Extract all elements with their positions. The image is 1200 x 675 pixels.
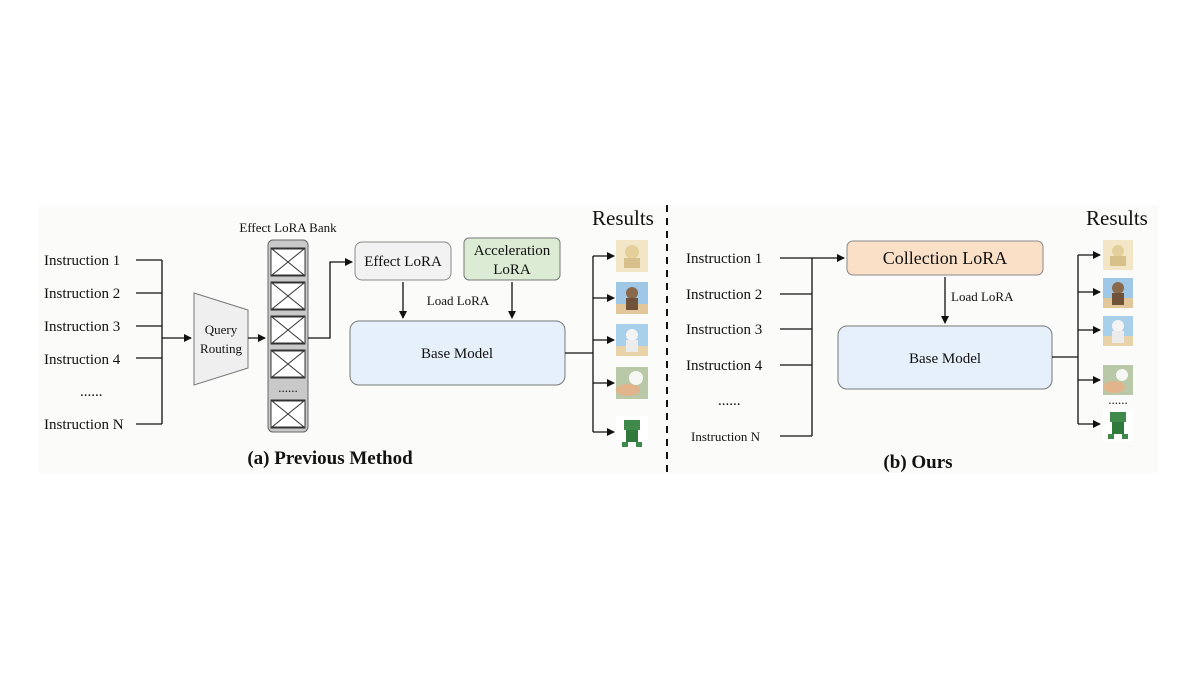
output-connectors-a <box>565 252 615 436</box>
pet-hand-thumbnail <box>1103 365 1133 395</box>
caption-a: (a) Previous Method <box>247 448 413 469</box>
instruction-3-label-b: Instruction 3 <box>686 322 762 338</box>
results-title-a: Results <box>592 206 654 230</box>
instruction-4-label-b: Instruction 4 <box>686 358 763 374</box>
instruction-2-label-b: Instruction 2 <box>686 287 762 303</box>
results-ellipsis-b: ...... <box>1108 392 1128 407</box>
caption-b: (b) Ours <box>883 452 952 473</box>
panel-a: Instruction 1 Instruction 2 Instruction … <box>44 206 654 469</box>
instruction-4-label: Instruction 4 <box>44 352 121 368</box>
results-title-b: Results <box>1086 206 1148 230</box>
base-model-label-b: Base Model <box>909 351 981 367</box>
acceleration-lora-box <box>463 237 561 281</box>
instruction-ellipsis: ...... <box>80 384 103 400</box>
acceleration-lora-label-1: Acceleration <box>474 243 551 259</box>
query-routing-block <box>193 292 249 386</box>
instruction-connectors <box>136 259 192 425</box>
instruction-1-label-b: Instruction 1 <box>686 251 762 267</box>
query-routing-label-2: Routing <box>200 341 242 356</box>
instruction-ellipsis-b: ...... <box>718 393 741 409</box>
cat-figurine-thumbnail <box>1103 278 1133 308</box>
lora-adapters <box>270 247 306 429</box>
green-robot-thumbnail <box>616 416 648 448</box>
cat-beach-thumbnail <box>1103 316 1133 346</box>
load-lora-label-b: Load LoRA <box>951 289 1014 304</box>
pet-hand-thumbnail <box>616 367 648 399</box>
effect-lora-label: Effect LoRA <box>364 254 442 270</box>
output-connectors-b <box>1052 251 1101 428</box>
instruction-3-label: Instruction 3 <box>44 319 120 335</box>
effect-lora-bank-title: Effect LoRA Bank <box>239 220 337 235</box>
cat-beach-thumbnail <box>616 324 648 356</box>
effect-lora-box <box>354 241 452 281</box>
bank-ellipsis: ...... <box>278 380 298 395</box>
collection-lora-label: Collection LoRA <box>883 248 1008 268</box>
load-lora-label-a: Load LoRA <box>427 293 490 308</box>
acceleration-lora-label-2: LoRA <box>493 262 531 278</box>
query-routing-label-1: Query <box>205 322 238 337</box>
panel-b: Instruction 1 Instruction 2 Instruction … <box>686 206 1148 473</box>
instruction-connectors-b <box>780 254 845 437</box>
result-thumbnails-a <box>616 240 648 448</box>
result-thumbnails-b <box>1103 240 1133 441</box>
green-robot-thumbnail <box>1103 409 1133 441</box>
dog-sketch-thumbnail <box>616 240 648 272</box>
collection-lora-box <box>846 240 1044 276</box>
dog-sketch-thumbnail <box>1103 240 1133 270</box>
cat-figurine-thumbnail <box>616 282 648 314</box>
base-model-label-a: Base Model <box>421 346 493 362</box>
instruction-2-label: Instruction 2 <box>44 286 120 302</box>
instruction-n-label: Instruction N <box>44 417 124 433</box>
instruction-n-label-b: Instruction N <box>691 429 761 444</box>
instruction-1-label: Instruction 1 <box>44 253 120 269</box>
